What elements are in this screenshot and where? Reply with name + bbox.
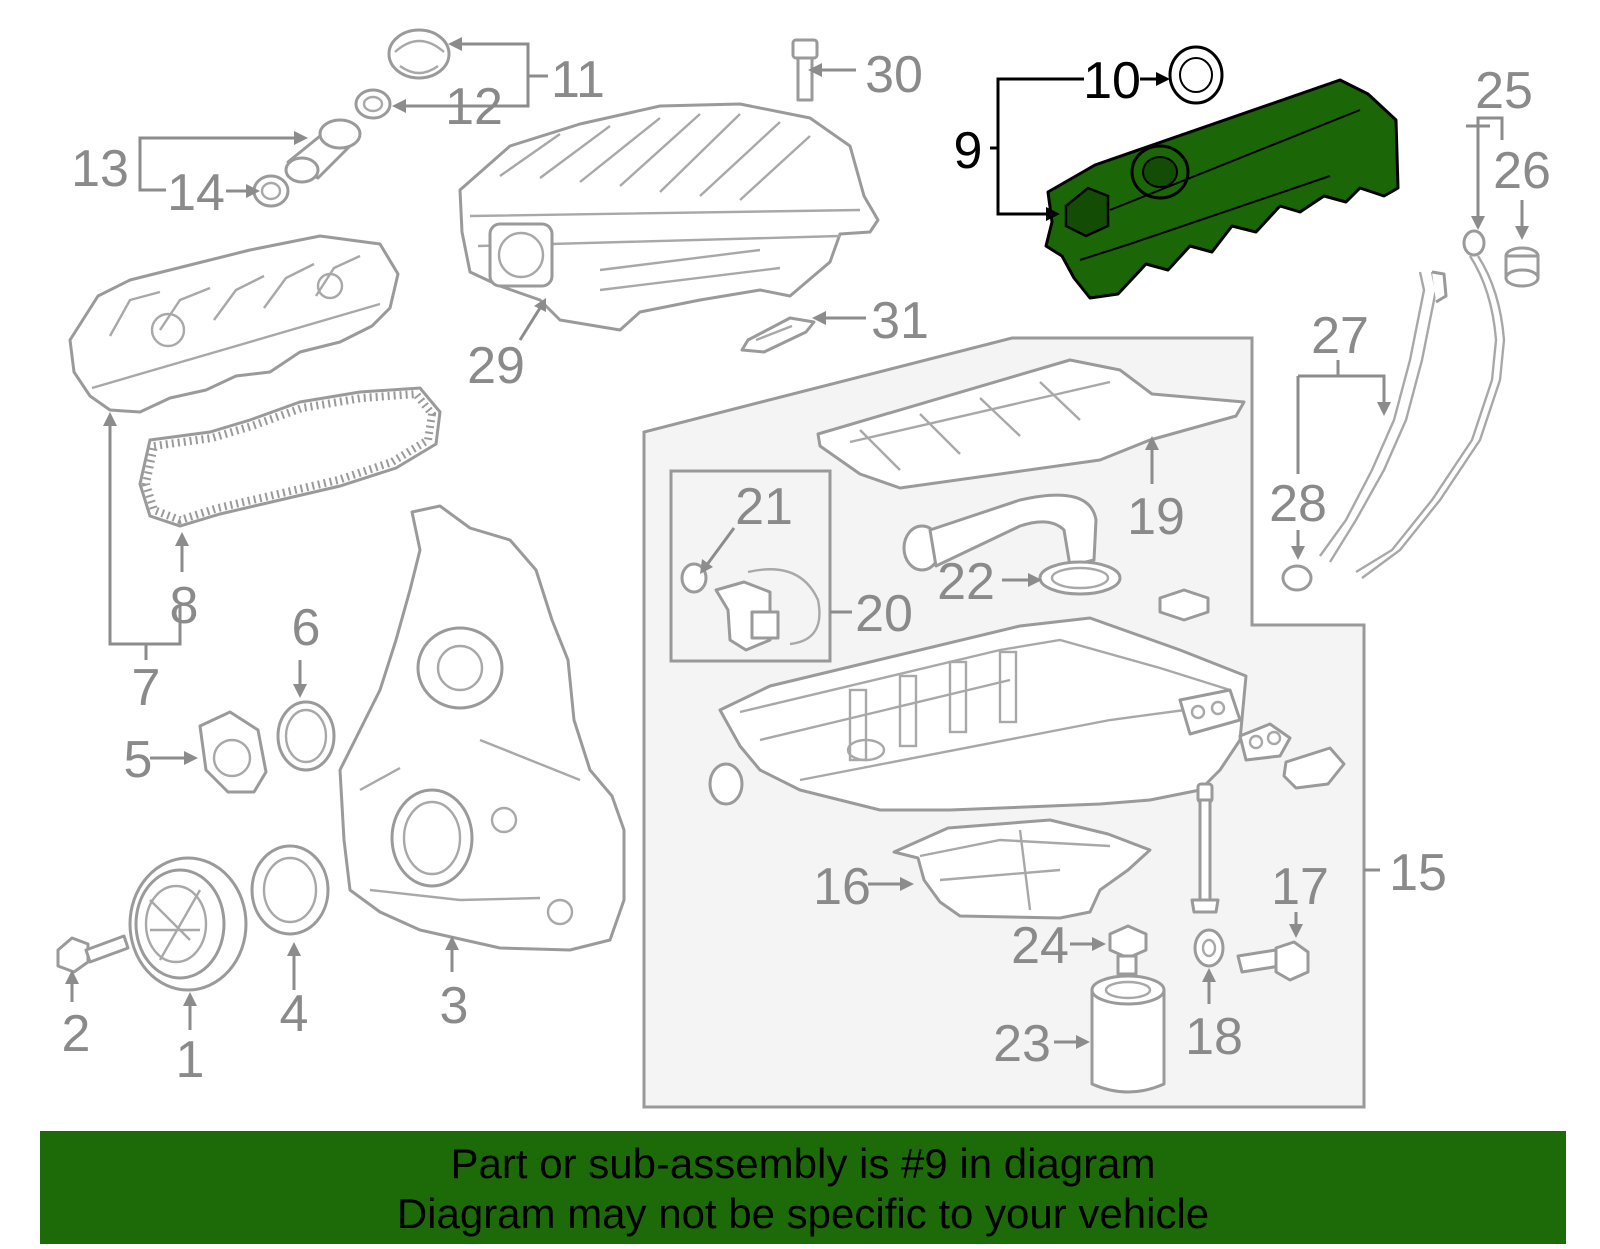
oil-pan-baffle[interactable] xyxy=(816,358,1246,490)
front-crank-seal[interactable] xyxy=(250,844,330,936)
valve-cover-highlighted[interactable] xyxy=(1044,78,1400,300)
valve-cover-gasket[interactable] xyxy=(138,386,442,528)
callout-16: 16 xyxy=(813,858,871,916)
callout-30: 30 xyxy=(865,46,923,104)
left-valve-cover[interactable] xyxy=(68,234,400,414)
lower-oil-pan[interactable] xyxy=(892,818,1152,920)
notice-banner: Part or sub-assembly is #9 in diagram Di… xyxy=(40,1131,1566,1244)
callout-15: 15 xyxy=(1389,844,1447,902)
oil-level-indicator[interactable] xyxy=(1355,229,1506,579)
exploded-parts-diagram: 1 2 3 4 5 6 7 8 9 10 11 12 13 14 15 16 1… xyxy=(56,28,1551,1109)
callout-29: 29 xyxy=(467,337,525,395)
oil-pressure-sensor[interactable] xyxy=(714,568,821,652)
cover-gasket[interactable] xyxy=(276,700,336,772)
oil-pressure-sensor-o-ring[interactable] xyxy=(680,562,708,594)
oil-cooler-adapter[interactable] xyxy=(1282,746,1346,790)
callout-14: 14 xyxy=(167,164,225,222)
callout-5: 5 xyxy=(124,731,153,789)
oil-pan[interactable] xyxy=(718,616,1248,812)
crankshaft-balancer[interactable] xyxy=(128,856,248,992)
leader-lines xyxy=(65,37,1529,1049)
callout-3: 3 xyxy=(440,977,469,1035)
leader-10-arrow xyxy=(1156,72,1170,86)
banner-disclaimer: Diagram may not be specific to your vehi… xyxy=(396,1190,1210,1237)
oil-fill-cap-seal[interactable] xyxy=(1168,45,1224,105)
pickup-nut[interactable] xyxy=(1158,588,1210,622)
pan-seal-ring[interactable] xyxy=(708,762,744,806)
oil-fill-tube[interactable] xyxy=(284,118,362,184)
intake-gasket[interactable] xyxy=(740,316,816,354)
callout-19: 19 xyxy=(1127,488,1185,546)
intake-manifold[interactable] xyxy=(458,102,880,332)
balancer-bolt[interactable] xyxy=(56,934,130,974)
callout-26: 26 xyxy=(1493,142,1551,200)
oil-filter-adapter-fitting[interactable] xyxy=(1108,924,1148,976)
oil-filter[interactable] xyxy=(1090,974,1166,1094)
callout-21: 21 xyxy=(735,478,793,536)
callout-17: 17 xyxy=(1271,858,1329,916)
callout-12: 12 xyxy=(445,78,503,136)
dipstick-cap[interactable] xyxy=(1504,246,1540,288)
callout-11: 11 xyxy=(551,51,605,109)
camshaft-position-actuator[interactable] xyxy=(198,710,268,794)
callout-4: 4 xyxy=(280,985,309,1043)
callout-28: 28 xyxy=(1269,475,1327,533)
callout-18: 18 xyxy=(1185,1008,1243,1066)
callout-labels: 1 2 3 4 5 6 7 8 9 10 11 12 13 14 15 16 1… xyxy=(62,46,1551,1089)
pan-cover-plate[interactable] xyxy=(1238,722,1292,762)
callout-10: 10 xyxy=(1083,52,1141,110)
callout-25: 25 xyxy=(1475,62,1533,120)
timing-chain-cover[interactable] xyxy=(338,504,626,952)
callout-2: 2 xyxy=(62,1005,91,1063)
callout-9: 9 xyxy=(954,122,983,180)
drain-plug-bolt[interactable] xyxy=(1236,940,1310,982)
callout-24: 24 xyxy=(1011,917,1069,975)
callout-20: 20 xyxy=(855,585,913,643)
dipstick-tube[interactable] xyxy=(1319,270,1448,563)
oil-filler-cap[interactable] xyxy=(387,28,451,80)
callout-1: 1 xyxy=(176,1031,205,1089)
callout-22: 22 xyxy=(937,553,995,611)
leader-9-arrow xyxy=(1046,207,1060,221)
callout-23: 23 xyxy=(993,1015,1051,1073)
banner-part-notice: Part or sub-assembly is #9 in diagram xyxy=(450,1140,1156,1187)
oil-cap-o-ring[interactable] xyxy=(354,88,392,120)
dipstick-tube-seal[interactable] xyxy=(1281,564,1313,592)
oil-pump-pickup-tube[interactable] xyxy=(902,493,1122,596)
callout-31: 31 xyxy=(871,292,929,350)
drain-plug-washer[interactable] xyxy=(1193,928,1225,968)
callout-8: 8 xyxy=(170,577,199,635)
callout-27: 27 xyxy=(1311,307,1369,365)
callout-13: 13 xyxy=(71,140,129,198)
callout-7: 7 xyxy=(132,659,161,717)
intake-manifold-bolt[interactable] xyxy=(791,38,819,102)
oil-level-sensor-rod[interactable] xyxy=(1190,782,1220,914)
callout-6: 6 xyxy=(292,599,321,657)
